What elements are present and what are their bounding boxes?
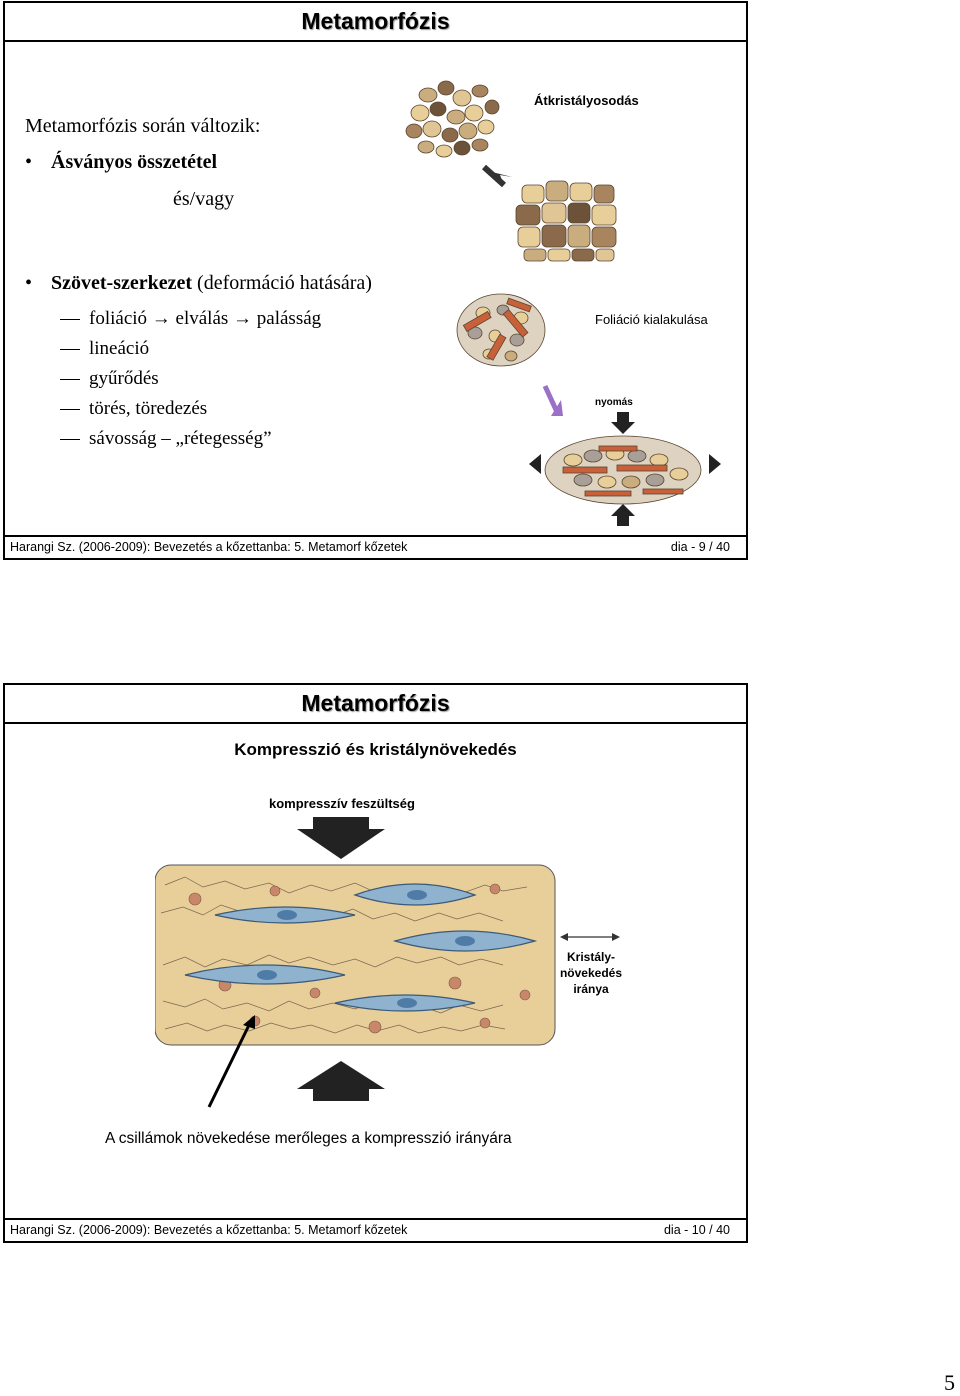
list-item: törés, töredezés [60, 394, 321, 424]
bullet-texture-label: Szövet-szerkezet [51, 272, 193, 294]
random-fabric [456, 293, 546, 367]
caption: A csillámok növekedése merőleges a kompr… [105, 1130, 512, 1147]
slide-title: Metamorfózis [5, 3, 746, 42]
footer-citation: Harangi Sz. (2006-2009): Bevezetés a kőz… [10, 1223, 408, 1237]
slide-10: Metamorfózis Kompresszió és kristálynöve… [3, 683, 748, 1243]
foliation-illustration [456, 293, 721, 526]
growth-direction-label: Kristály- növekedés iránya [559, 950, 623, 996]
compression-diagram [155, 817, 556, 1101]
list-item: gyűrődés [60, 364, 321, 394]
slide-footer: Harangi Sz. (2006-2009): Bevezetés a kőz… [5, 1218, 746, 1241]
crystal-cores [257, 890, 475, 1008]
foliation-label: Foliáció kialakulása [595, 312, 708, 327]
stress-arrow-top [297, 817, 385, 859]
stress-label: kompresszív feszültség [269, 796, 415, 811]
andor-text: és/vagy [173, 188, 235, 210]
list-item: foliáció → elválás → palásság [60, 304, 321, 334]
footer-citation: Harangi Sz. (2006-2009): Bevezetés a kőz… [10, 540, 408, 554]
stress-arrow-bottom [297, 1061, 385, 1101]
bullet-mineral-label: Ásványos összetétel [51, 151, 218, 173]
purple-arrow [542, 384, 560, 414]
list-item: sávosság – „rétegesség” [60, 424, 321, 454]
bullet-texture-rest: (deformáció hatására) [192, 272, 372, 294]
pressure-arrow-bottom [611, 504, 635, 526]
loose-grains [405, 80, 500, 158]
recrystallized-grains [515, 180, 617, 262]
slide-footer: Harangi Sz. (2006-2009): Bevezetés a kőz… [5, 535, 746, 558]
pressure-arrow-right [709, 454, 721, 474]
list-item: lineáció [60, 334, 321, 364]
growth-direction-arrow [560, 933, 620, 941]
recrystallization-label: Átkristályosodás [534, 93, 639, 108]
slide-title: Metamorfózis [5, 685, 746, 724]
pressure-arrow-left [529, 454, 541, 474]
pressure-label: nyomás [595, 397, 633, 408]
page-number: 5 [944, 1370, 955, 1395]
pointer-arrow [207, 1015, 255, 1108]
recrystallization-illustration [405, 80, 617, 262]
slide-counter: dia - 9 / 40 [670, 540, 730, 554]
pressure-arrow-top [611, 412, 635, 434]
slide-counter: dia - 10 / 40 [663, 1223, 730, 1237]
slide-9: Metamorfózis Metamorfózis során változik… [3, 1, 748, 560]
bullet-mineral: •Ásványos összetétel [25, 151, 218, 173]
intro-text: Metamorfózis során változik: [25, 115, 261, 137]
slide-subtitle: Kompresszió és kristálynövekedés [234, 740, 517, 759]
texture-list: foliáció → elválás → palásság lineáció g… [60, 304, 321, 454]
foliated-fabric [544, 435, 702, 505]
bullet-texture: •Szövet-szerkezet (deformáció hatására) [25, 272, 372, 294]
